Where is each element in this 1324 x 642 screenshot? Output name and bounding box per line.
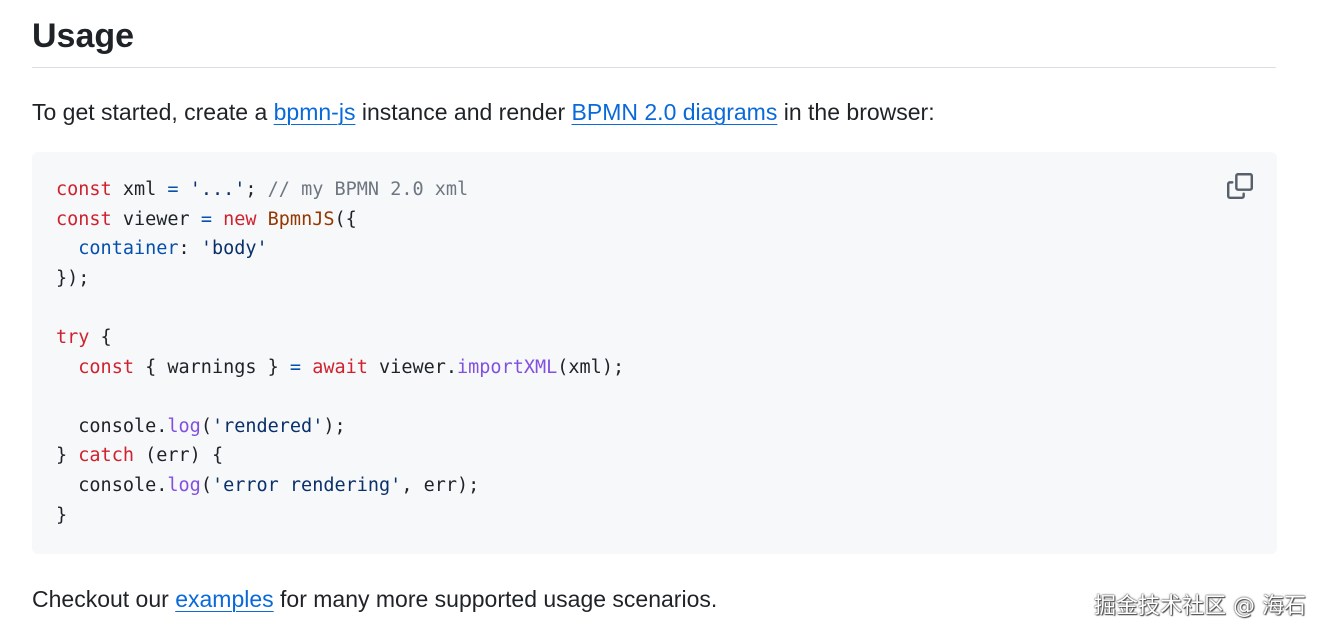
code-token: 'error rendering' <box>211 474 402 496</box>
code-token: new <box>223 208 257 230</box>
intro-paragraph: To get started, create a bpmn-js instanc… <box>32 96 935 128</box>
code-token: const <box>56 208 112 230</box>
code-token: (err) { <box>133 445 224 467</box>
code-token: ({ <box>334 208 357 230</box>
bpmn-js-link[interactable]: bpmn-js <box>273 99 356 125</box>
code-token: 'body' <box>200 238 268 260</box>
code-token: importXML <box>457 356 558 378</box>
section-heading: Usage <box>32 17 135 55</box>
code-token: }); <box>56 267 90 289</box>
code-token: BpmnJS <box>267 208 335 230</box>
code-token: = <box>200 208 212 230</box>
code-token: ); <box>323 415 346 437</box>
code-token <box>56 357 78 378</box>
code-token: ; <box>245 179 268 200</box>
code-line: }); <box>56 264 624 294</box>
code-token: await <box>312 356 368 378</box>
code-token: = <box>167 179 179 200</box>
code-line: const viewer = new BpmnJS({ <box>56 205 624 235</box>
code-token: log <box>167 415 201 437</box>
code-token <box>257 209 268 230</box>
code-token: // my BPMN 2.0 xml <box>267 179 469 200</box>
code-token: { warnings } <box>133 356 290 378</box>
copy-button[interactable] <box>1224 170 1256 202</box>
intro-text-before: To get started, create a <box>32 99 274 125</box>
code-token: : <box>178 238 201 260</box>
code-token: 'rendered' <box>211 415 324 437</box>
code-line: } <box>56 501 624 531</box>
code-token: ( <box>200 415 212 437</box>
copy-icon <box>1227 173 1253 199</box>
code-line: const xml = '...'; // my BPMN 2.0 xml <box>56 175 624 205</box>
code-token <box>301 357 312 378</box>
intro-text-middle: instance and render <box>355 99 572 125</box>
code-token <box>212 209 223 230</box>
code-token: const <box>56 179 112 200</box>
outro-text-after: for many more supported usage scenarios. <box>273 586 718 612</box>
code-line: console.log('rendered'); <box>56 412 624 442</box>
outro-text-before: Checkout our <box>32 586 176 612</box>
bpmn-diagrams-link[interactable]: BPMN 2.0 diagrams <box>571 99 778 125</box>
code-token: ( <box>200 474 212 496</box>
code-token <box>179 179 190 200</box>
code-token: const <box>78 356 134 378</box>
code-line: console.log('error rendering', err); <box>56 471 624 501</box>
code-token: viewer. <box>367 356 458 378</box>
code-token: '...' <box>189 179 246 200</box>
code-token: log <box>167 474 201 496</box>
code-line <box>56 382 624 412</box>
code-token: container <box>78 238 179 260</box>
code-line: const { warnings } = await viewer.import… <box>56 353 624 383</box>
code-token: console. <box>56 474 168 496</box>
code-token: = <box>289 356 302 378</box>
code-token: xml <box>111 179 168 200</box>
code-line: container: 'body' <box>56 234 624 264</box>
code-line <box>56 293 624 323</box>
examples-link[interactable]: examples <box>175 586 274 612</box>
heading-divider <box>32 67 1276 68</box>
code-line: } catch (err) { <box>56 441 624 471</box>
code-token: try <box>56 326 90 348</box>
code-token: , err); <box>401 474 480 496</box>
code-token: catch <box>78 445 134 467</box>
code-line: try { <box>56 323 624 353</box>
code-token: viewer <box>111 208 201 230</box>
code-token: { <box>89 326 112 348</box>
intro-text-after: in the browser: <box>777 99 935 125</box>
code-token <box>56 238 78 259</box>
code-token: } <box>56 445 79 467</box>
code-token: (xml); <box>557 356 625 378</box>
code-token: } <box>56 504 68 526</box>
code-token: console. <box>56 415 168 437</box>
watermark: 掘金技术社区 @ 海石 <box>1094 594 1306 619</box>
outro-paragraph: Checkout our examples for many more supp… <box>32 583 717 615</box>
